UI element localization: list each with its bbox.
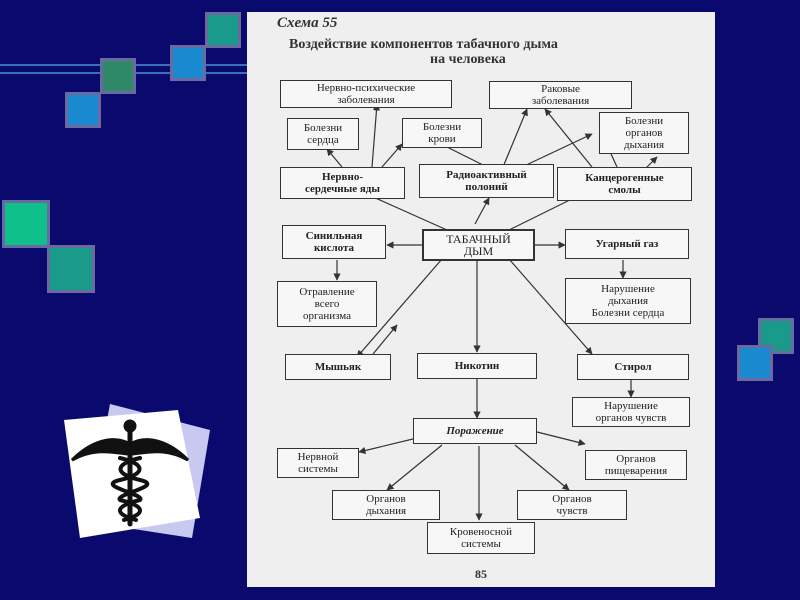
arrow xyxy=(358,437,418,454)
scheme-number: Схема 55 xyxy=(277,15,338,31)
node-hydrocyanic-acid: Синильная кислота xyxy=(282,225,386,259)
node-circulatory-system: Кровеносной системы xyxy=(427,522,535,554)
node-tobacco-smoke: ТАБАЧНЫЙ ДЫМ xyxy=(422,229,535,261)
node-respiratory-diseases: Болезни органов дыхания xyxy=(599,112,689,154)
node-nervous-system: Нервной системы xyxy=(277,448,359,478)
arrow xyxy=(514,444,570,491)
arrow xyxy=(474,197,490,225)
decor-square xyxy=(47,245,95,293)
arrow xyxy=(371,103,381,168)
decor-square xyxy=(2,200,50,248)
arrow xyxy=(508,258,593,355)
node-digestive-organs: Органов пищеварения xyxy=(585,450,687,480)
node-arsenic: Мышьяк xyxy=(285,354,391,380)
arrow xyxy=(326,148,343,168)
scheme-title-continued: на человека xyxy=(430,52,506,67)
arrow xyxy=(386,444,443,491)
scheme-title: Воздействие компонентов табачного дыма xyxy=(289,37,558,52)
arrow xyxy=(356,258,443,358)
scheme-page: Схема 55 Воздействие компонентов табачно… xyxy=(247,12,715,587)
node-damage: Поражение xyxy=(413,418,537,444)
decor-square xyxy=(737,345,773,381)
decor-square xyxy=(170,45,206,81)
decor-square xyxy=(100,58,136,94)
node-breathing-disorder: Нарушение дыхания Болезни сердца xyxy=(565,278,691,324)
arrow xyxy=(372,324,398,355)
node-carbon-monoxide: Угарный газ xyxy=(565,229,689,259)
node-nerve-heart-poisons: Нервно- сердечные яды xyxy=(280,167,405,199)
decor-square xyxy=(205,12,241,48)
page-number: 85 xyxy=(475,567,487,581)
node-cancer-diseases: Раковые заболевания xyxy=(489,81,632,109)
decor-square xyxy=(758,318,794,354)
arrow xyxy=(521,133,593,168)
node-heart-diseases: Болезни сердца xyxy=(287,118,359,150)
node-nicotine: Никотин xyxy=(417,353,537,379)
arrow xyxy=(544,108,593,168)
caduceus-icon xyxy=(64,404,210,538)
node-styrene: Стирол xyxy=(577,354,689,380)
node-poisoning: Отравление всего организма xyxy=(277,281,377,327)
node-carcinogenic-resins: Канцерогенные смолы xyxy=(557,167,692,201)
arrow xyxy=(381,143,403,168)
node-sense-organs: Органов чувств xyxy=(517,490,627,520)
arrow xyxy=(502,108,528,168)
decor-square xyxy=(65,92,101,128)
node-neuro-mental-diseases: Нервно-психические заболевания xyxy=(280,80,452,108)
node-blood-diseases: Болезни крови xyxy=(402,118,482,148)
node-radioactive-polonium: Радиоактивный полоний xyxy=(419,164,554,198)
node-senses-disorder: Нарушение органов чувств xyxy=(572,397,690,427)
node-respiratory-organs: Органов дыхания xyxy=(332,490,440,520)
arrow xyxy=(536,431,586,446)
